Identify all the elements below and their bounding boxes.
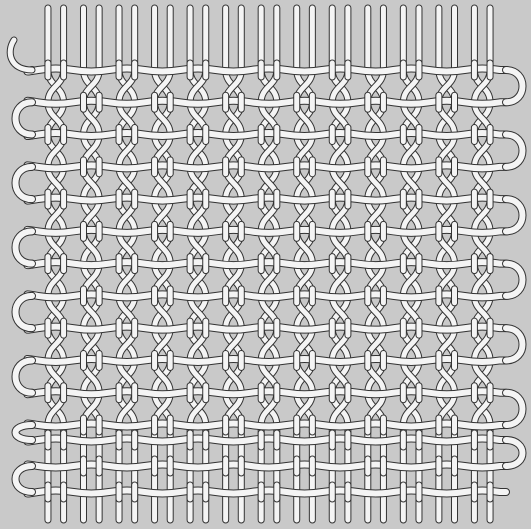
weft-row-3	[27, 133, 506, 136]
weft-edge-loop-1	[506, 70, 523, 102]
weft-edge-loop-5	[506, 199, 523, 231]
weft-edge-loop-4	[16, 167, 33, 199]
weft-row-7	[27, 262, 506, 265]
weft-edge-loop-11	[506, 393, 523, 425]
weft-edge-loop-6	[16, 231, 33, 263]
weft-row-13	[27, 439, 506, 442]
weft-row-5	[27, 198, 506, 201]
weft-edge-loop-10	[16, 360, 33, 392]
weft-edge-loop-8	[16, 296, 33, 328]
weft-edge-loop-7	[506, 264, 523, 296]
weft-row-11	[27, 391, 506, 394]
weft-row-15	[27, 491, 506, 494]
weft-edge-loop-12	[16, 425, 33, 440]
weft-row-1	[27, 69, 506, 72]
weft-row-9	[27, 327, 506, 330]
weft-edge-loop-2	[16, 102, 33, 134]
weft-edge-loop-9	[506, 328, 523, 360]
weft-edge-loop-3	[506, 135, 523, 167]
